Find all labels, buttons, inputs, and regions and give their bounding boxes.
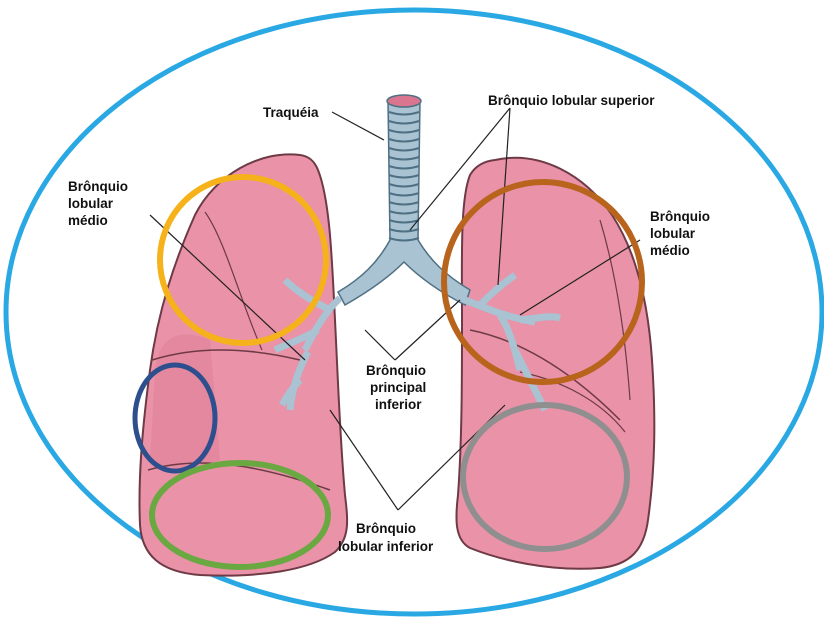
label-bronquio-lobular-superior: Brônquio lobular superior — [488, 93, 655, 108]
label-left-medio-1: Brônquio — [68, 179, 128, 194]
label-principal-inferior-2: principal — [370, 380, 426, 395]
label-right-medio-1: Brônquio — [650, 209, 710, 224]
label-principal-inferior-3: inferior — [375, 397, 422, 412]
label-principal-inferior-1: Brônquio — [366, 363, 426, 378]
label-left-medio-2: lobular — [68, 196, 114, 211]
label-right-medio-2: lobular — [650, 226, 696, 241]
label-left-medio-3: médio — [68, 213, 108, 228]
label-lobular-inferior-1: Brônquio — [356, 521, 416, 536]
label-right-medio-3: médio — [650, 243, 690, 258]
label-lobular-inferior-2: lobular inferior — [338, 539, 434, 554]
label-traqueia: Traquéia — [263, 105, 319, 120]
